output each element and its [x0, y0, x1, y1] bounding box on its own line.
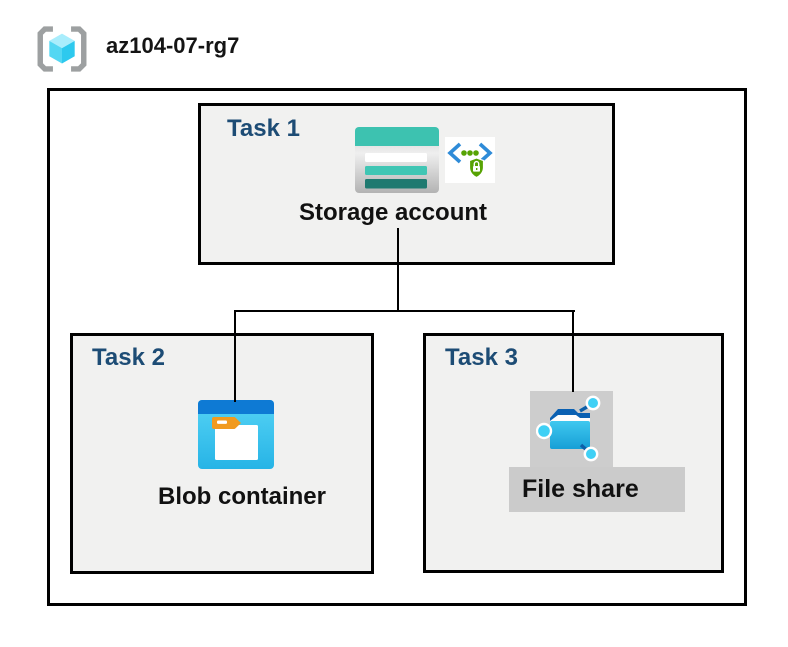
- task1-label: Task 1: [227, 115, 300, 142]
- file-share-label: File share: [522, 475, 639, 503]
- connector-horizontal: [234, 310, 575, 312]
- connector-storage-stem: [397, 228, 399, 312]
- task1-box: Task 1: [198, 103, 615, 265]
- task3-label: Task 3: [445, 344, 518, 371]
- task3-box: Task 3 File share: [423, 333, 724, 573]
- file-share-icon: [536, 395, 601, 462]
- connector-blob-drop: [234, 310, 236, 402]
- storage-account-icon: [355, 127, 439, 193]
- connector-fileshare-drop: [572, 310, 574, 392]
- file-share-label-highlight: File share: [509, 467, 685, 512]
- blob-container-icon: [198, 400, 274, 469]
- blob-container-label: Blob container: [157, 483, 326, 510]
- task2-box: Task 2 Blob container: [70, 333, 374, 574]
- resource-group-icon: [37, 26, 87, 72]
- shared-access-signature-icon: [445, 137, 495, 183]
- resource-group-title: az104-07-rg7: [106, 33, 240, 58]
- task2-label: Task 2: [92, 344, 165, 371]
- storage-account-label: Storage account: [298, 199, 488, 226]
